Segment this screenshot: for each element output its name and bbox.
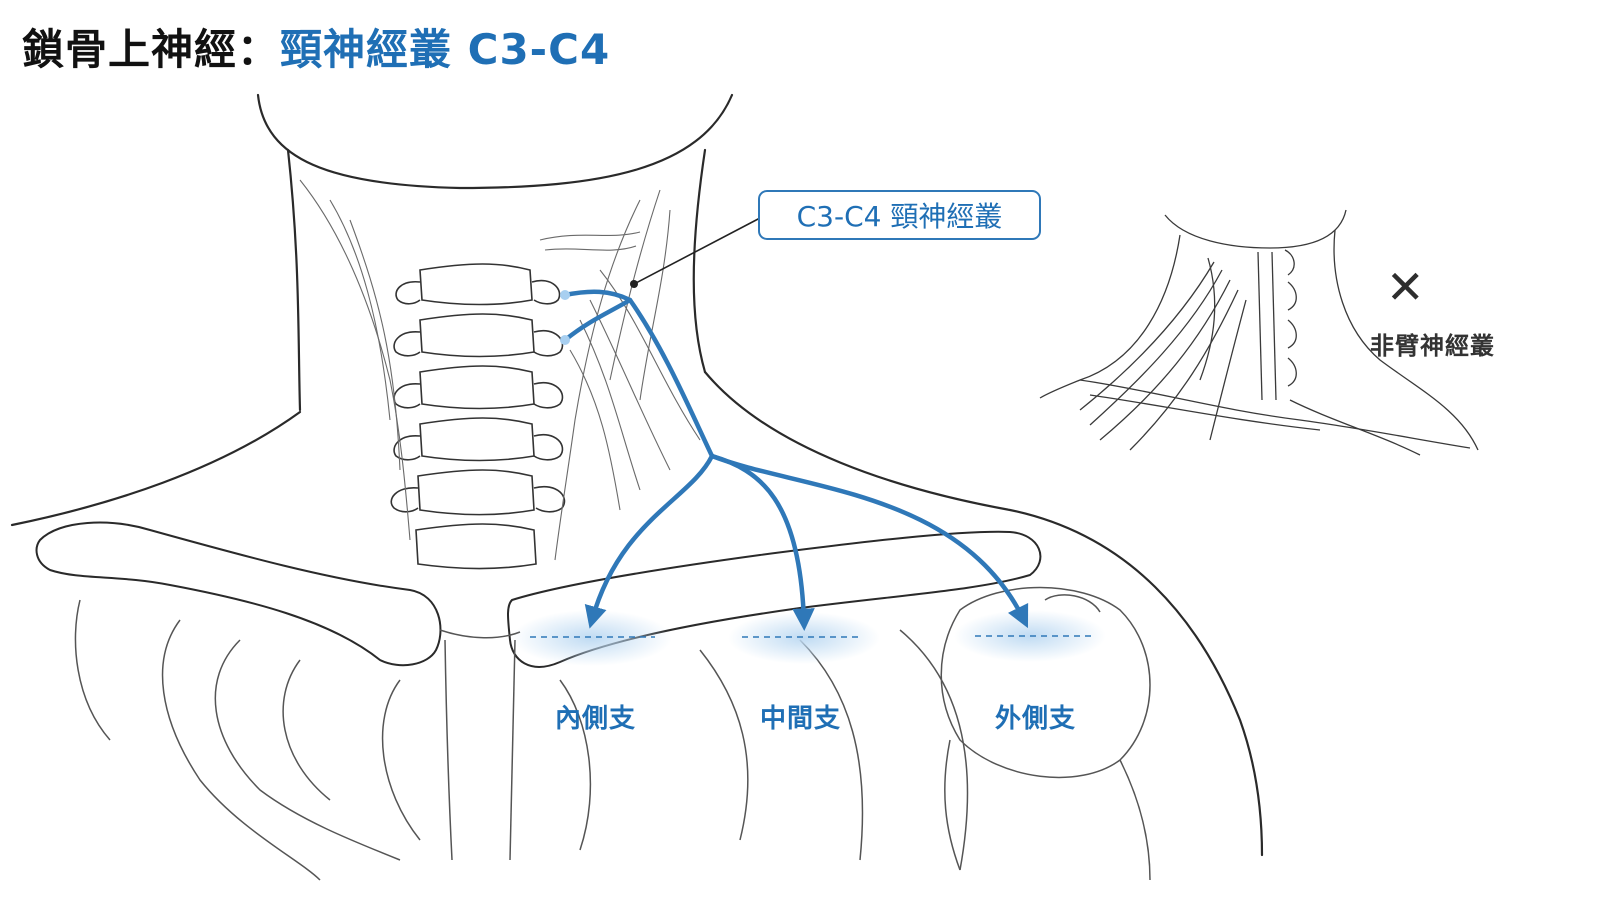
- cervical-spine: [390, 263, 566, 570]
- body-outline: [10, 93, 1264, 857]
- lateral-branch-nerve: [709, 453, 1029, 629]
- intermediate-branch-nerve: [709, 453, 815, 631]
- clavicles: [35, 521, 1042, 668]
- nerve-root-c3: [562, 289, 633, 303]
- nerve-root-c4: [562, 297, 633, 343]
- medial-branch-label: 內側支: [555, 704, 637, 734]
- title-prefix: 鎖骨上神經：: [22, 25, 281, 74]
- sensory-regions: [512, 610, 1106, 666]
- lateral-branch-label: 外側支: [995, 704, 1077, 734]
- cross-icon: ✕: [1386, 260, 1425, 314]
- title-highlight: 頸神經叢 C3-C4: [280, 25, 611, 74]
- inset-brachial-illustration: [1039, 209, 1479, 456]
- nerve-trunk: [627, 297, 715, 459]
- neck-muscle-lines: [299, 179, 701, 561]
- cervical-plexus-callout: C3-C4 頸神經叢: [758, 190, 1041, 240]
- not-brachial-plexus-label: 非臂神經叢: [1370, 332, 1495, 360]
- page-title: 鎖骨上神經：頸神經叢 C3-C4: [22, 16, 610, 77]
- supraclavicular-nerves: [562, 289, 1029, 631]
- intermediate-branch-label: 中間支: [760, 704, 842, 734]
- callout-leader: [630, 217, 761, 288]
- nerve-root-tips: [560, 290, 570, 345]
- ribcage: [74, 586, 1151, 881]
- medial-branch-nerve: [584, 453, 715, 629]
